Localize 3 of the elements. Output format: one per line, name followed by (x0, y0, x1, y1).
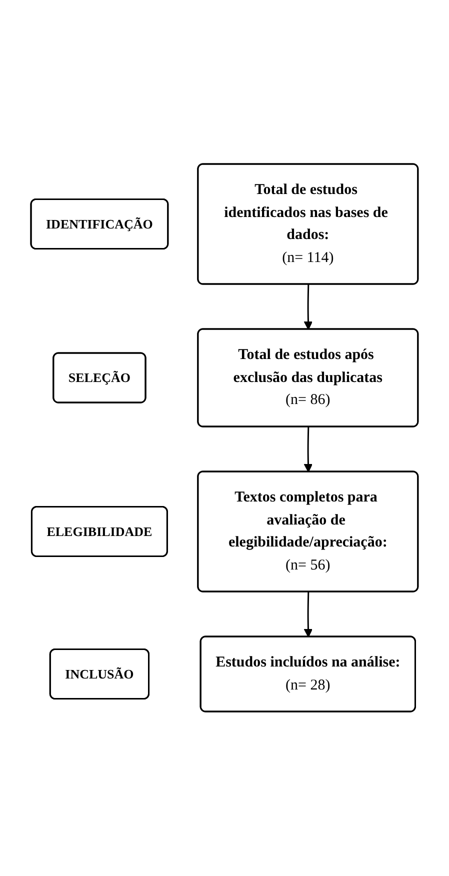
arrow (304, 427, 313, 473)
arrow (304, 284, 313, 330)
arrow (304, 592, 313, 638)
